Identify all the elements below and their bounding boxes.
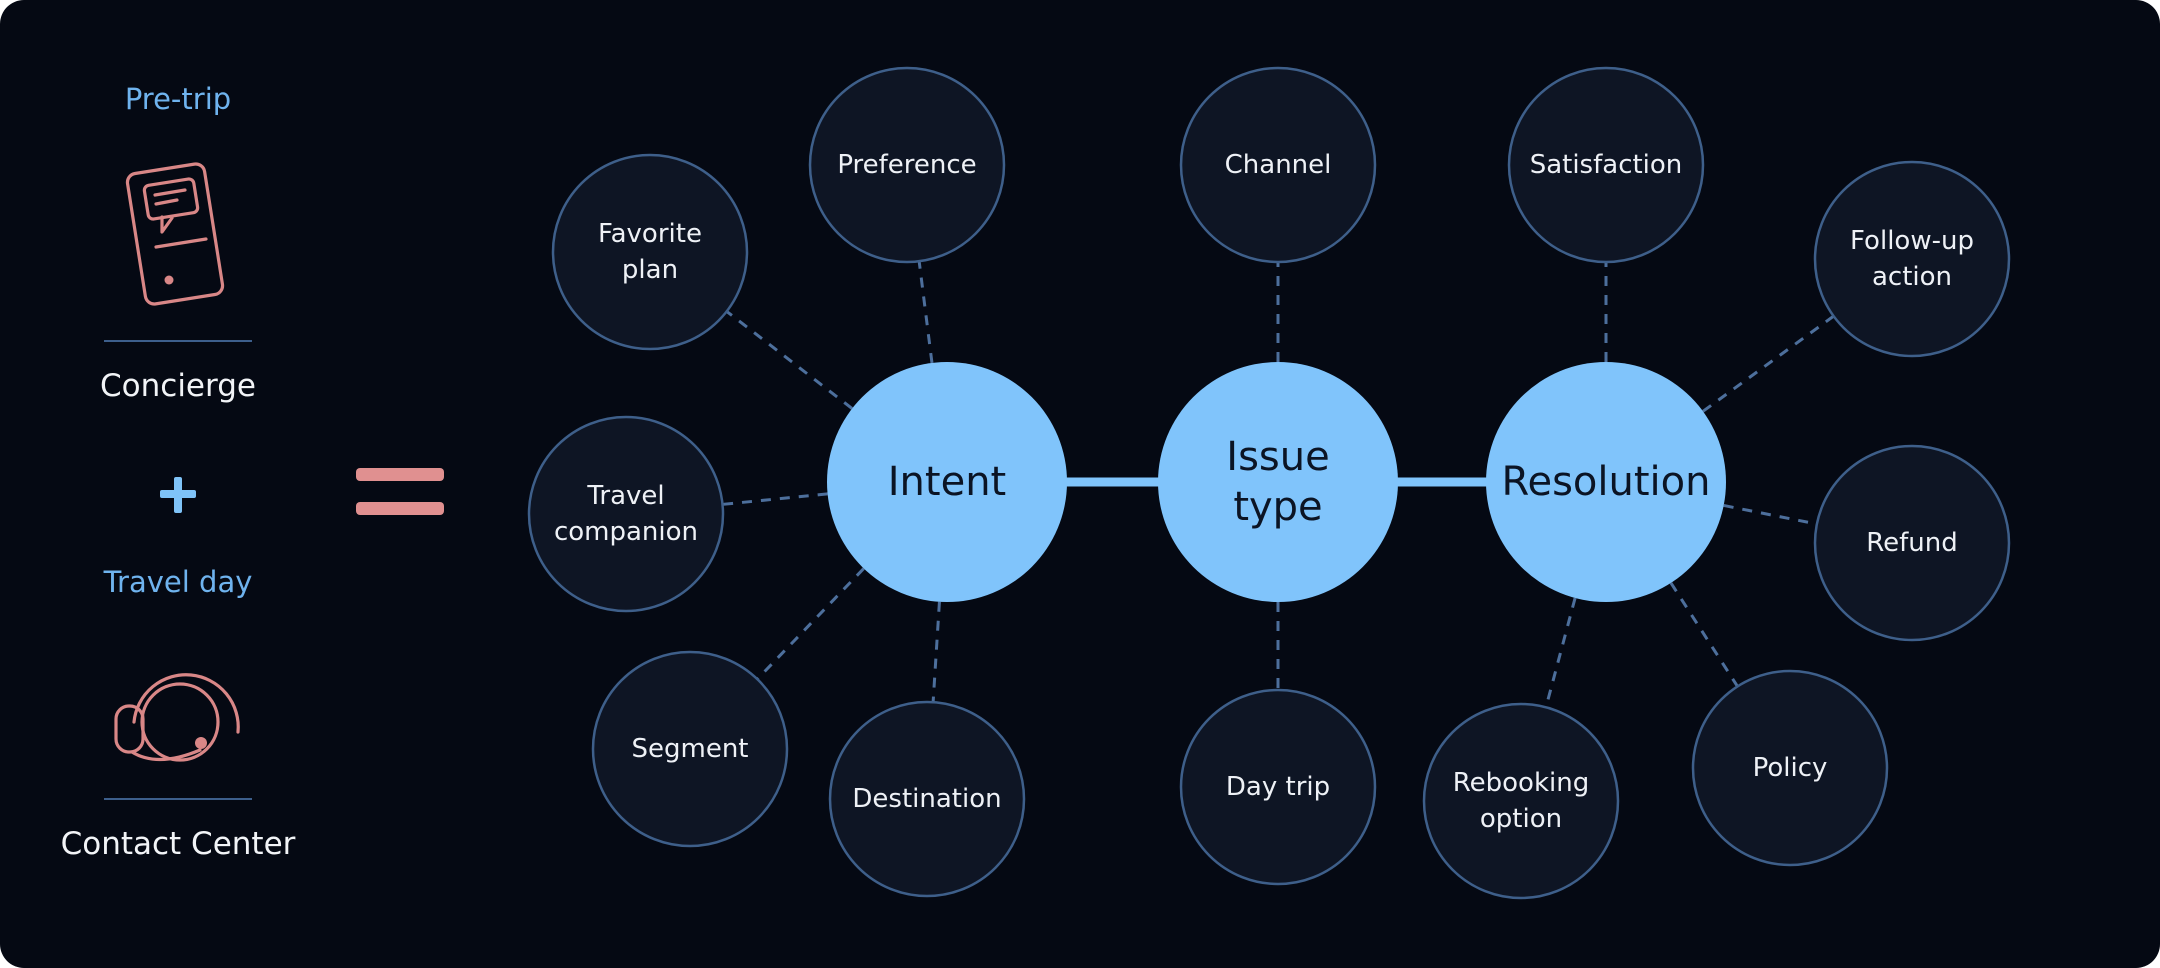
leaf-channel-label-line-1: Channel: [1225, 150, 1332, 180]
leaf-circle-channel: [1179, 66, 1377, 264]
dashed-connector-preference: [917, 261, 934, 364]
leaf-circle-destination: [828, 700, 1026, 898]
leaf-circle-day-trip: [1179, 688, 1377, 886]
hub-issue-label-line-2: type: [1233, 484, 1322, 530]
equals-icon-top: [356, 468, 444, 481]
dashed-connector-destination: [931, 601, 941, 703]
hub-node-resolution: Resolution: [1486, 362, 1726, 602]
leaf-circle-favorite-plan: [551, 153, 749, 351]
leaf-node-segment: Segment: [591, 650, 789, 848]
hub-circle-issue: [1158, 362, 1398, 602]
leaf-circle-policy: [1691, 669, 1889, 867]
dashed-connector-rebooking-option: [1544, 597, 1577, 708]
leaf-node-rebooking-option: Rebooking option: [1422, 702, 1620, 900]
leaf-node-favorite-plan: Favorite plan: [551, 153, 749, 351]
pretrip-label: Pre-trip: [124, 82, 232, 116]
connectors: [722, 261, 1835, 708]
leaf-favorite-plan-label-line-1: Favorite: [598, 219, 702, 249]
leaf-node-day-trip: Day trip: [1179, 688, 1377, 886]
phone-chat-icon: [125, 162, 225, 306]
leaf-travel-companion-label-line-1: Travel: [586, 481, 664, 511]
leaf-circle-preference: [808, 66, 1006, 264]
concierge-divider: [104, 340, 252, 342]
leaf-node-preference: Preference: [808, 66, 1006, 264]
leaf-follow-up-action-label-line-2: action: [1872, 262, 1952, 292]
leaf-node-channel: Channel: [1179, 66, 1377, 264]
hub-circle-intent: [827, 362, 1067, 602]
leaf-node-satisfaction: Satisfaction: [1507, 66, 1705, 264]
leaf-travel-companion-label-line-2: companion: [554, 517, 698, 547]
plus-icon: [160, 477, 196, 513]
dashed-connector-segment: [756, 567, 865, 681]
dashed-connector-travel-companion: [722, 492, 828, 506]
hub-node-intent: Intent: [827, 362, 1067, 602]
travelday-label: Travel day: [103, 565, 253, 599]
leaf-circle-segment: [591, 650, 789, 848]
headset-icon: [114, 673, 240, 762]
dashed-connector-favorite-plan: [725, 310, 854, 410]
leaf-circle-refund: [1813, 444, 2011, 642]
leaf-policy-label-line-1: Policy: [1753, 753, 1828, 783]
hub-intent-label-line-1: Intent: [888, 459, 1006, 505]
equals-icon-bottom: [356, 502, 444, 515]
contact-center-divider: [104, 798, 252, 800]
leaf-node-destination: Destination: [828, 700, 1026, 898]
dashed-connector-policy: [1669, 582, 1739, 688]
contact-center-label: Contact Center: [60, 826, 296, 862]
dashed-connector-refund: [1723, 503, 1818, 526]
leaf-node-follow-up-action: Follow-up action: [1813, 160, 2011, 358]
leaf-preference-label-line-1: Preference: [837, 150, 976, 180]
leaf-follow-up-action-label-line-1: Follow-up: [1850, 226, 1974, 256]
leaf-satisfaction-label-line-1: Satisfaction: [1530, 150, 1683, 180]
leaf-rebooking-option-label-line-1: Rebooking: [1453, 768, 1589, 798]
leaf-destination-label-line-1: Destination: [852, 784, 1001, 814]
leaf-circle-satisfaction: [1507, 66, 1705, 264]
hub-circle-resolution: [1486, 362, 1726, 602]
leaf-refund-label-line-1: Refund: [1866, 528, 1958, 558]
leaf-circle-rebooking-option: [1422, 702, 1620, 900]
leaf-node-refund: Refund: [1813, 444, 2011, 642]
leaf-circle-follow-up-action: [1813, 160, 2011, 358]
leaf-circle-travel-companion: [527, 415, 725, 613]
leaf-node-policy: Policy: [1691, 669, 1889, 867]
leaf-node-travel-companion: Travel companion: [527, 415, 725, 613]
dashed-connector-follow-up-action: [1702, 314, 1835, 413]
leaf-day-trip-label-line-1: Day trip: [1226, 772, 1330, 802]
leaf-rebooking-option-label-line-2: option: [1480, 804, 1562, 834]
concierge-label: Concierge: [100, 368, 256, 404]
leaf-favorite-plan-label-line-2: plan: [622, 255, 678, 285]
hub-resolution-label-line-1: Resolution: [1501, 459, 1710, 505]
hub-issue-label-line-1: Issue: [1226, 434, 1329, 480]
leaf-segment-label-line-1: Segment: [632, 734, 749, 764]
